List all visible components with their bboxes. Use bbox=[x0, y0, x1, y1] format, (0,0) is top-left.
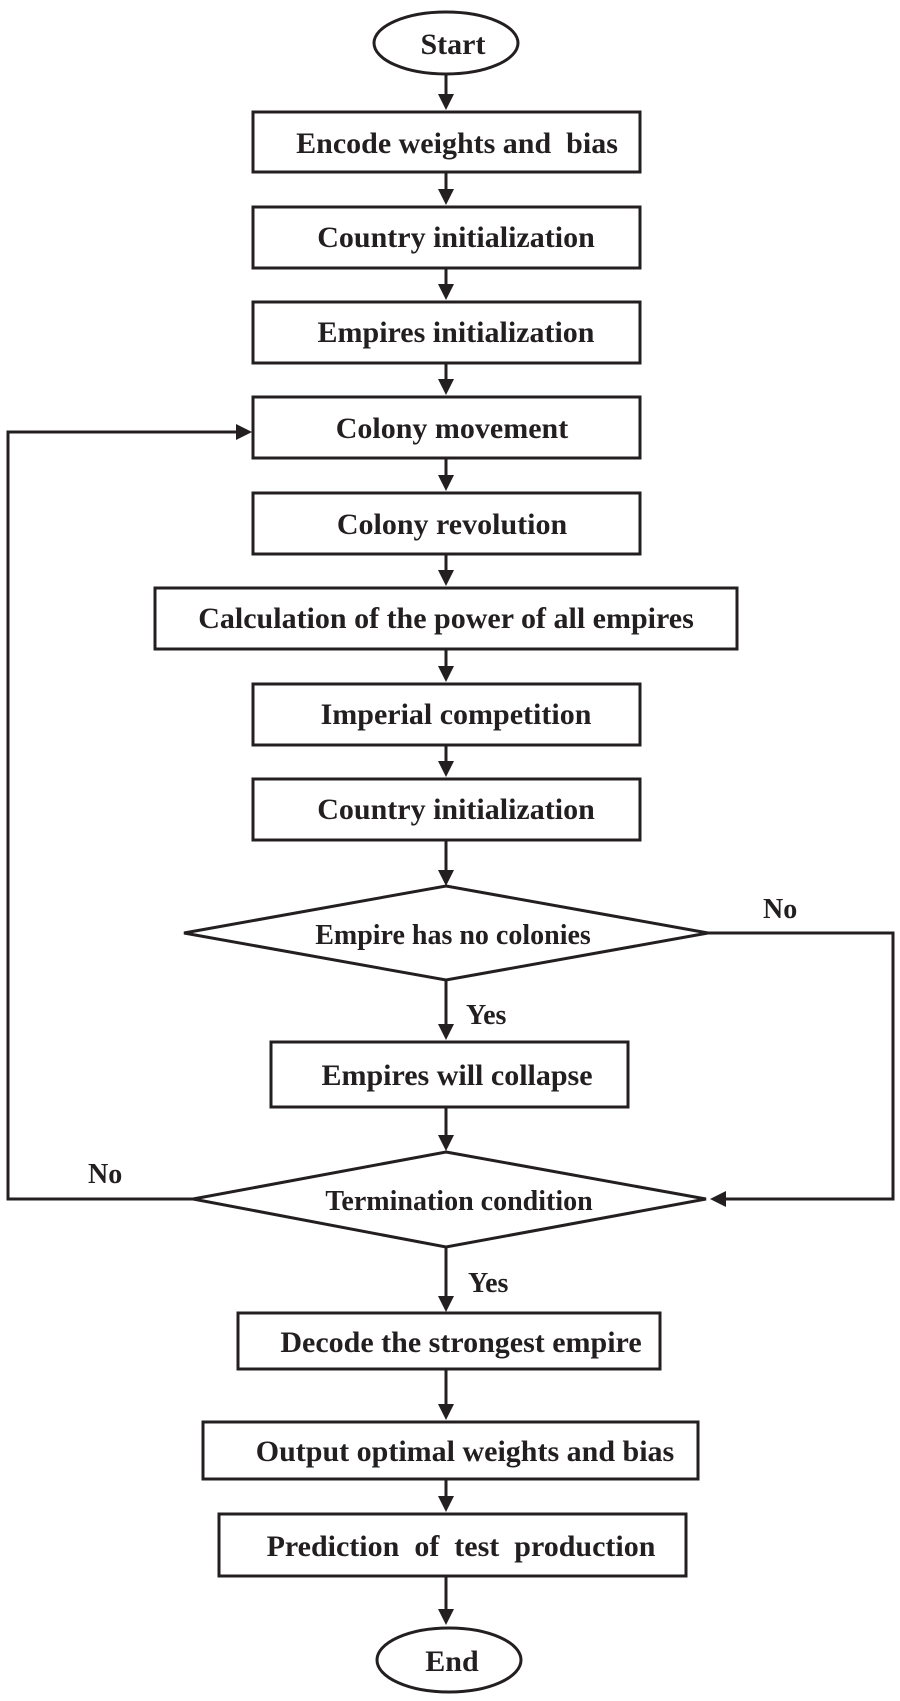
arrowhead-termination-right bbox=[710, 1191, 726, 1207]
edge-label-termination-no: No bbox=[88, 1159, 122, 1190]
country-initialization-box-2: Country initialization bbox=[251, 777, 642, 842]
arrowhead-colony-movement bbox=[438, 379, 454, 395]
country-initialization-box: Country initialization bbox=[251, 205, 642, 270]
encode-weights-label: Encode weights and bias bbox=[296, 127, 618, 160]
arrowhead-prediction bbox=[438, 1496, 454, 1512]
colony-movement-label: Colony movement bbox=[336, 412, 568, 445]
country-initialization-label-2: Country initialization bbox=[317, 793, 595, 826]
arrow-no-colonies-no-to-termination bbox=[708, 931, 895, 1201]
prediction-of-test-production-label: Prediction of test production bbox=[267, 1530, 656, 1563]
empire-has-no-colonies-label: Empire has no colonies bbox=[315, 920, 591, 951]
termination-condition-label: Termination condition bbox=[325, 1186, 593, 1217]
start-node: Start bbox=[372, 10, 520, 76]
arrowhead-imperial-competition bbox=[438, 666, 454, 682]
arrowhead-power-calc bbox=[438, 570, 454, 586]
arrowhead-decode bbox=[438, 1296, 454, 1312]
arrowhead-empires-init bbox=[438, 284, 454, 300]
imperial-competition-label: Imperial competition bbox=[321, 698, 592, 731]
arrowhead-collapse bbox=[438, 1024, 454, 1040]
decode-strongest-empire-label: Decode the strongest empire bbox=[280, 1326, 641, 1359]
empire-has-no-colonies-decision: Empire has no colonies bbox=[183, 884, 709, 982]
connectors bbox=[6, 74, 895, 1625]
country-initialization-label: Country initialization bbox=[317, 221, 595, 254]
arrowhead-no-colonies bbox=[438, 870, 454, 886]
arrowhead-colony-movement-left bbox=[236, 424, 252, 440]
arrowhead-end bbox=[438, 1609, 454, 1625]
arrowhead-termination bbox=[438, 1135, 454, 1151]
power-calculation-label: Calculation of the power of all empires bbox=[198, 602, 694, 635]
colony-revolution-box: Colony revolution bbox=[251, 491, 642, 556]
arrowhead-output bbox=[438, 1404, 454, 1420]
edge-label-termination-yes: Yes bbox=[468, 1268, 509, 1299]
empires-will-collapse-box: Empires will collapse bbox=[269, 1040, 630, 1109]
imperial-competition-box: Imperial competition bbox=[251, 682, 642, 747]
empires-initialization-label: Empires initialization bbox=[318, 316, 595, 349]
output-optimal-weights-label: Output optimal weights and bias bbox=[256, 1435, 674, 1468]
prediction-of-test-production-box: Prediction of test production bbox=[217, 1512, 688, 1578]
end-label: End bbox=[425, 1645, 479, 1678]
arrowhead-country-init-2 bbox=[438, 761, 454, 777]
arrow-termination-no-to-colony-movement bbox=[6, 430, 236, 1201]
colony-movement-box: Colony movement bbox=[251, 395, 642, 460]
colony-revolution-label: Colony revolution bbox=[337, 508, 568, 541]
end-node: End bbox=[375, 1626, 523, 1694]
power-calculation-box: Calculation of the power of all empires bbox=[153, 586, 739, 651]
decode-strongest-empire-box: Decode the strongest empire bbox=[236, 1311, 662, 1371]
edge-label-no-colonies-yes: Yes bbox=[466, 1000, 507, 1031]
arrowhead-encode bbox=[438, 94, 454, 110]
empires-initialization-box: Empires initialization bbox=[251, 300, 642, 365]
arrowhead-colony-revolution bbox=[438, 475, 454, 491]
arrowhead-country-init bbox=[438, 189, 454, 205]
start-label: Start bbox=[421, 28, 486, 61]
output-optimal-weights-box: Output optimal weights and bias bbox=[201, 1420, 700, 1481]
edge-label-no-colonies-no: No bbox=[763, 894, 797, 925]
empires-will-collapse-label: Empires will collapse bbox=[321, 1059, 592, 1092]
encode-weights-box: Encode weights and bias bbox=[251, 110, 642, 174]
termination-condition-decision: Termination condition bbox=[192, 1150, 707, 1249]
